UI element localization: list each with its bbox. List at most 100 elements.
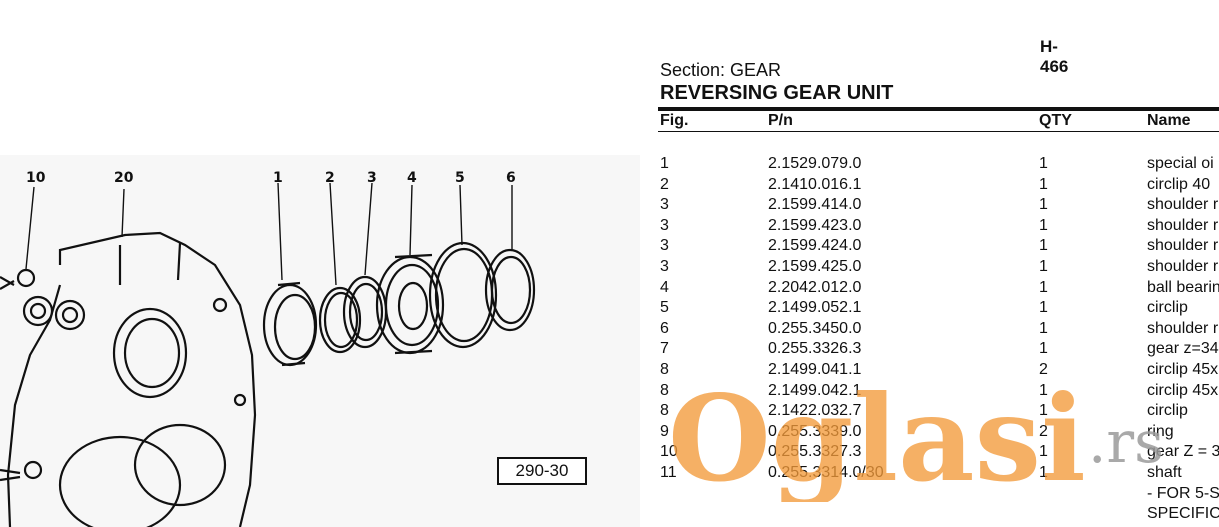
- column-header-qty: QTY: [1039, 112, 1072, 129]
- gear-housing: [58, 231, 257, 527]
- stud-lower: [0, 468, 21, 482]
- cell-qty: 1: [1039, 175, 1048, 193]
- cell-fig: 8: [660, 381, 669, 399]
- cell-name: shoulder r: [1147, 319, 1219, 337]
- sheet-code: H-466: [1040, 37, 1069, 76]
- cell-name: circlip 40: [1147, 175, 1211, 193]
- cell-name: circlip 45x: [1147, 360, 1219, 378]
- figure-reference-box: 290-30: [497, 457, 587, 485]
- header-rule-thin: [658, 131, 1219, 132]
- cell-fig: 3: [660, 257, 669, 275]
- exploded-view-drawing: 10 20 1 2 3 4 5 6: [0, 170, 536, 527]
- cell-qty: 1: [1039, 381, 1048, 399]
- stud-upper: [0, 276, 15, 290]
- cell-part-number: 2.1529.079.0: [768, 155, 862, 172]
- callout-10: 10: [26, 170, 46, 186]
- callout-20: 20: [114, 170, 134, 186]
- cell-part-number: 2.1499.042.1: [768, 381, 862, 399]
- cell-part-number: 2.1422.032.7: [768, 402, 862, 420]
- cell-qty: 1: [1039, 319, 1048, 337]
- cell-qty: 1: [1039, 402, 1048, 420]
- column-header-name: Name: [1147, 112, 1191, 129]
- cell-name: gear z=34: [1147, 340, 1219, 358]
- cell-part-number: 2.1599.424.0: [768, 237, 862, 255]
- cell-name: special oi: [1147, 155, 1214, 172]
- cell-fig: 2: [660, 175, 669, 193]
- cell-part-number: 0.255.3314.0/30: [768, 463, 884, 481]
- cell-fig: 8: [660, 402, 669, 420]
- cell-fig: 3: [660, 196, 669, 214]
- watermark-logo: Oglasi .rs: [668, 369, 1164, 502]
- column-header-fig: Fig.: [660, 112, 689, 129]
- header-rule-thick: [658, 107, 1219, 111]
- cell-qty: 1: [1039, 463, 1048, 481]
- cell-qty: 1: [1039, 257, 1048, 275]
- cell-part-number: 2.1499.052.1: [768, 299, 862, 317]
- leader-lines: [25, 182, 513, 286]
- parts-diagram: 10 20 1 2 3 4 5 6: [0, 155, 640, 527]
- cell-qty: 1: [1039, 443, 1048, 461]
- table-row: 8 2.1499.041.1 2 circlip 45x: [0, 360, 1219, 381]
- part-4-bearing-side: [394, 253, 433, 355]
- part-4-ball-bearing-mid: [384, 263, 440, 347]
- column-header-pn: P/n: [768, 112, 793, 129]
- cell-part-number: 2.2042.012.0: [768, 278, 862, 296]
- housing-lower-bore-inner: [133, 423, 227, 507]
- table-row: 8 2.1499.042.1 1 circlip 45x: [0, 381, 1219, 402]
- cell-part-number: 2.1499.041.1: [768, 360, 862, 378]
- cell-qty: 2: [1039, 360, 1048, 378]
- housing-flange: [118, 242, 182, 285]
- cell-name: shoulder r: [1147, 216, 1219, 234]
- housing-lower-bore: [58, 435, 182, 527]
- part-2-circlip-inner: [323, 291, 359, 349]
- cell-part-number: 0.255.3450.0: [768, 319, 862, 337]
- section-label: Section: GEAR: [660, 60, 782, 80]
- part-6-shoulder-ring: [484, 248, 536, 332]
- cell-name: - FOR 5-S: [1147, 484, 1219, 502]
- part-3-shoulder-ring-inner: [348, 282, 384, 342]
- parts-table-body: 1 2.1529.079.0 1 special oi 2 2.1410.016.1 1 ci…: [0, 154, 1219, 525]
- part-1-oil-seal-side: [277, 281, 306, 367]
- cell-fig: 4: [660, 278, 669, 296]
- housing-bolt-hole-2: [233, 393, 247, 407]
- cell-qty: 1: [1039, 216, 1048, 234]
- housing-boss-left: [22, 295, 54, 327]
- cell-qty: 1: [1039, 340, 1048, 358]
- cell-part-number: 2.1599.414.0: [768, 196, 862, 214]
- table-row: SPECIFIC: [0, 504, 1219, 525]
- cell-part-number: 0.255.3339.0: [768, 422, 862, 440]
- cell-fig: 9: [660, 422, 669, 440]
- table-row: 3 2.1599.414.0 1 shoulder r: [0, 195, 1219, 216]
- cell-name: shoulder r: [1147, 196, 1219, 214]
- washer-lower: [23, 460, 43, 480]
- cell-fig: 1: [660, 155, 669, 172]
- housing-boss-upper-inner: [61, 306, 79, 324]
- cell-fig: 5: [660, 299, 669, 317]
- cell-fig: 8: [660, 360, 669, 378]
- housing-boss-left-inner: [29, 302, 47, 320]
- cell-name: shaft: [1147, 463, 1182, 481]
- part-1-oil-seal-inner: [273, 293, 317, 361]
- cell-qty: 2: [1039, 422, 1048, 440]
- table-row: 2 2.1410.016.1 1 circlip 40: [0, 175, 1219, 196]
- callout-3: 3: [367, 170, 377, 186]
- callout-2: 2: [325, 170, 335, 186]
- housing-bolt-hole: [212, 297, 228, 313]
- cell-qty: 1: [1039, 196, 1048, 214]
- cell-part-number: 2.1410.016.1: [768, 175, 862, 193]
- table-row: - FOR 5-S: [0, 484, 1219, 505]
- cell-fig: 3: [660, 237, 669, 255]
- cell-name: ball bearin: [1147, 278, 1219, 296]
- part-6-shoulder-ring-inner: [490, 255, 532, 325]
- cell-name: circlip 45x: [1147, 381, 1219, 399]
